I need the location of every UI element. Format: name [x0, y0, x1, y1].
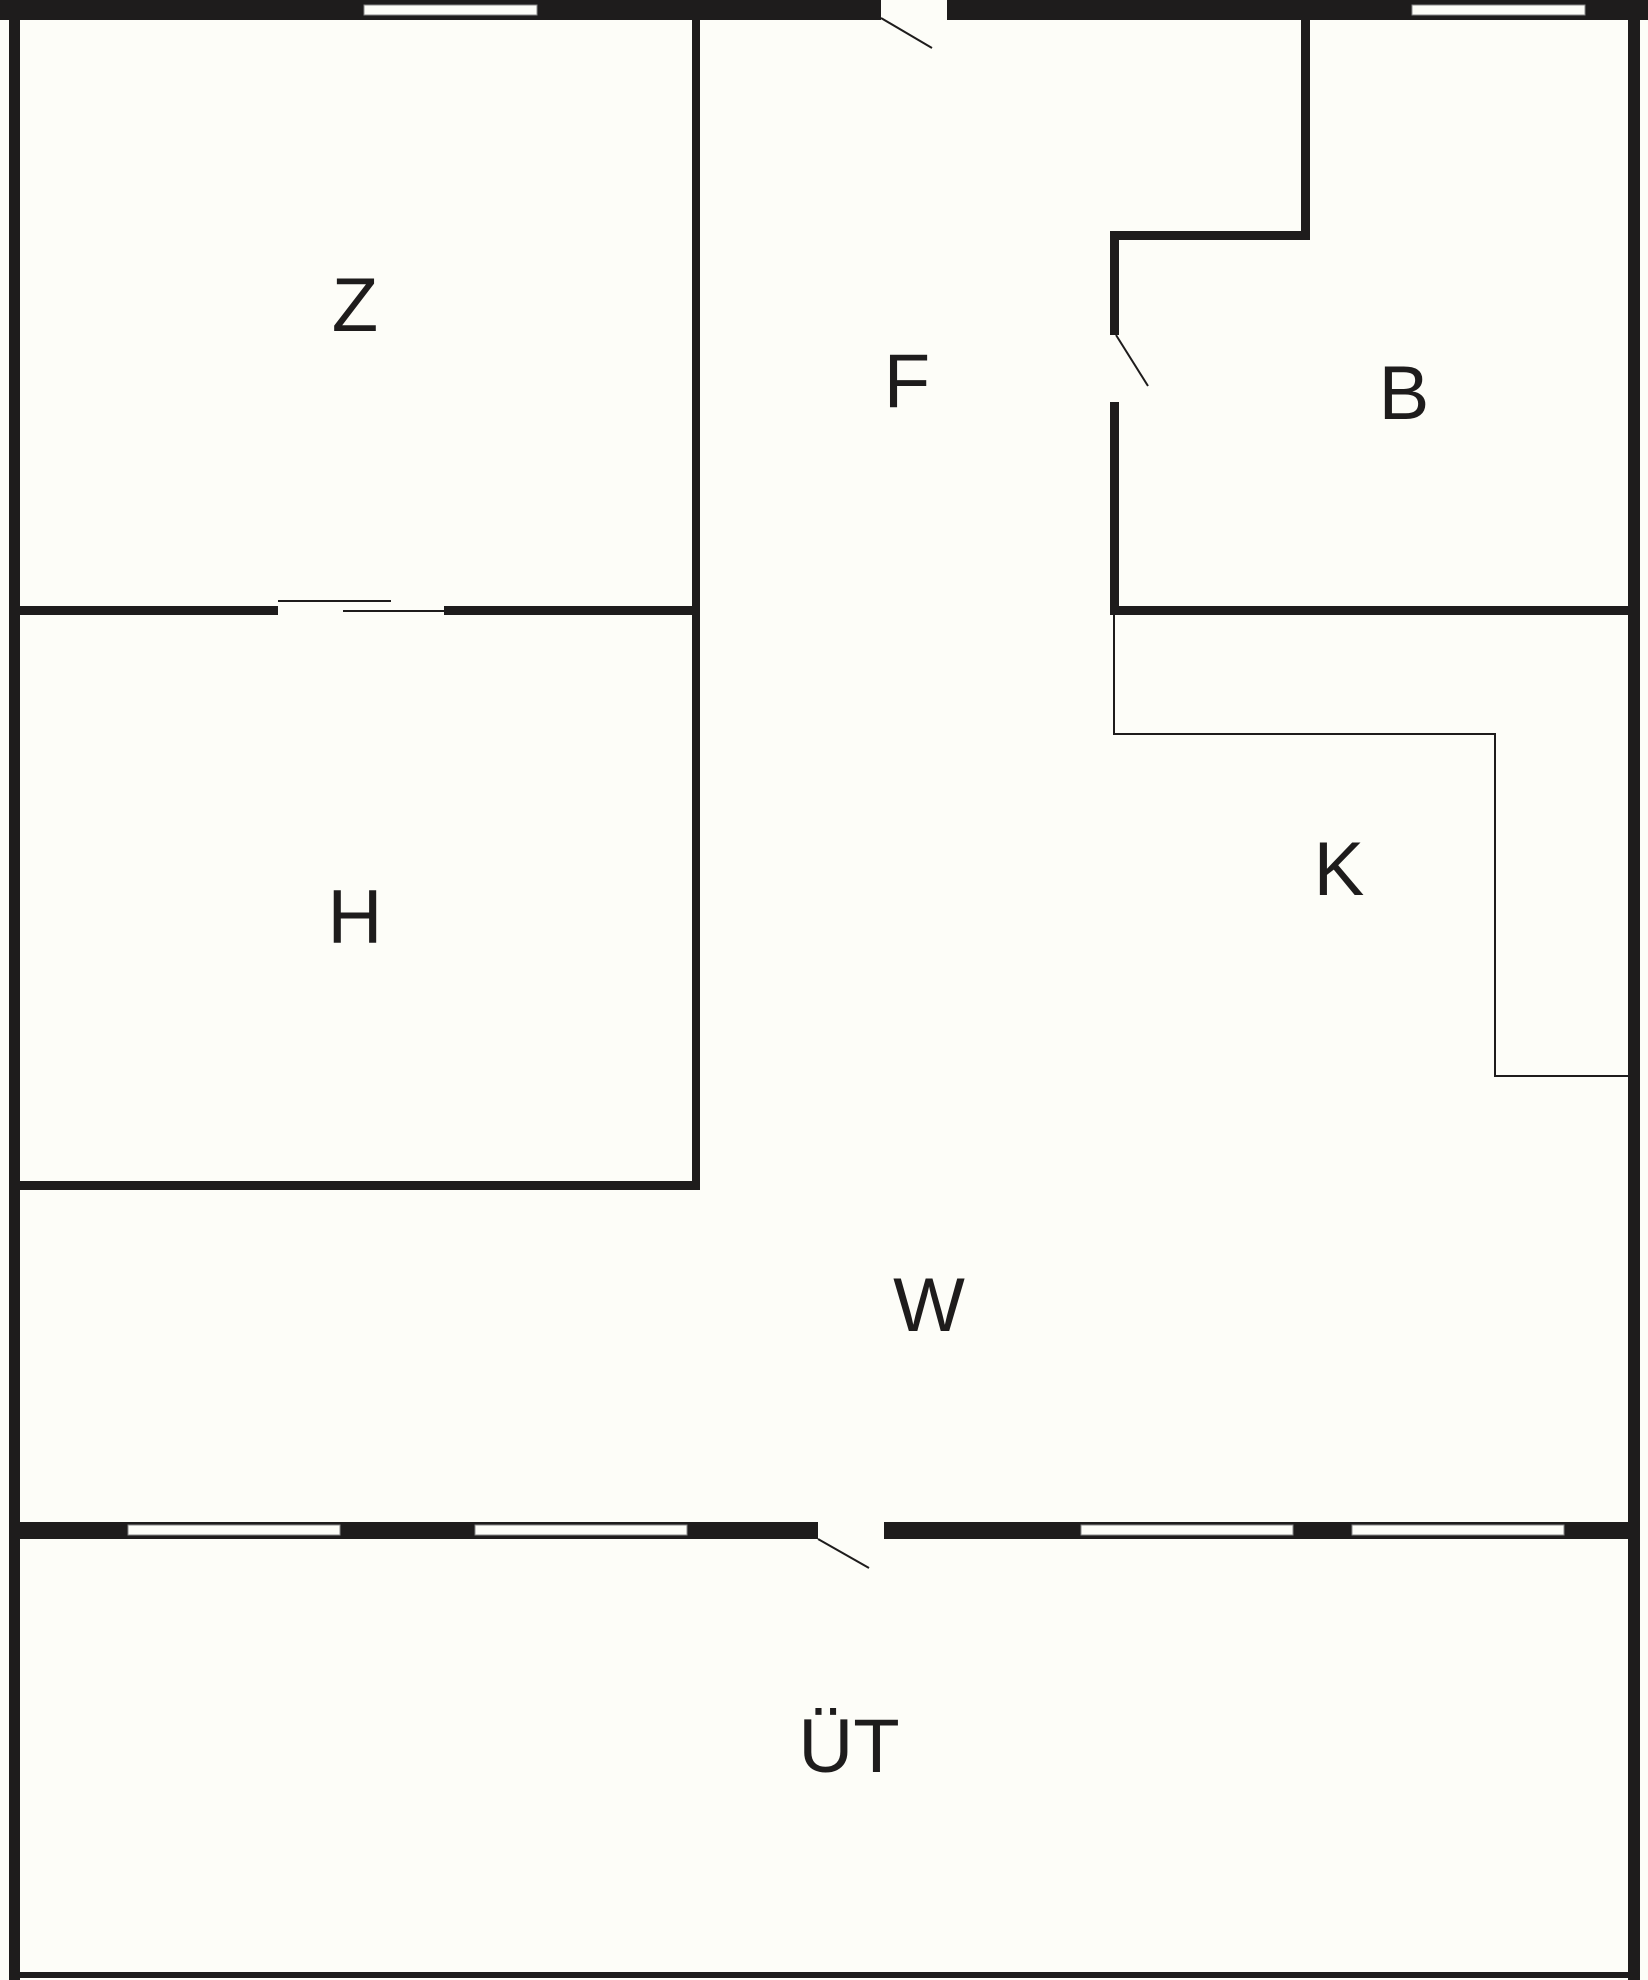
terrace-door-swing	[817, 1538, 870, 1569]
window-terrace	[1351, 1524, 1565, 1536]
right-wall	[1628, 0, 1640, 1980]
wall-b-left-lower	[1110, 402, 1119, 615]
room-label-w: W	[893, 1263, 965, 1348]
kitchen-counter-outline	[1113, 615, 1629, 1077]
left-wall	[9, 0, 20, 1980]
window-terrace	[127, 1524, 341, 1536]
room-label-ut: ÜT	[798, 1704, 899, 1789]
bottom-wall	[9, 1972, 1640, 1978]
wall-b-top-vertical	[1301, 0, 1310, 240]
window-terrace	[1080, 1524, 1294, 1536]
wall-z-h-left	[9, 606, 278, 615]
wall-b-step	[1110, 231, 1310, 240]
room-label-z: Z	[332, 263, 378, 348]
room-label-k: K	[1314, 827, 1365, 912]
window-top-b	[1411, 4, 1586, 16]
wall-z-h-right	[444, 606, 700, 615]
wall-b-k	[1110, 606, 1640, 615]
room-label-f: F	[884, 339, 930, 424]
room-label-h: H	[328, 875, 383, 960]
entrance-door-swing	[880, 17, 933, 49]
wall-b-left-upper	[1110, 231, 1119, 335]
wall-h-w	[9, 1181, 700, 1190]
bathroom-door-swing	[1115, 334, 1149, 387]
window-top-z	[363, 4, 538, 16]
window-terrace	[474, 1524, 688, 1536]
room-label-b: B	[1379, 351, 1430, 436]
wall-z-f	[692, 0, 700, 1190]
